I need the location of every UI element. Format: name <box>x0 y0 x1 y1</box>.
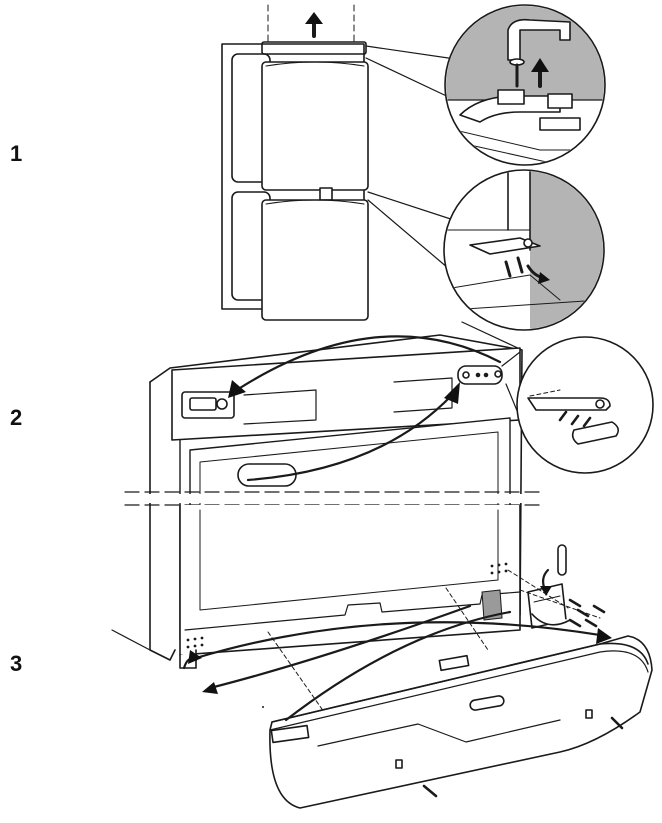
screw-icon <box>558 410 592 428</box>
arrow-up-icon <box>531 58 549 88</box>
cabinet-wall <box>530 171 603 329</box>
callout-hinge-swap <box>501 336 654 474</box>
screw-icon <box>509 58 525 88</box>
hinge-icon <box>527 397 611 411</box>
door-icon <box>571 421 620 445</box>
hinge-icon <box>469 237 541 255</box>
transfer-arrows <box>228 335 502 482</box>
top-hinge-cover <box>261 41 367 55</box>
lower-door <box>261 199 369 321</box>
cabinet-wall <box>446 6 604 100</box>
step3-plinth-assembly <box>182 544 653 809</box>
middle-hinge <box>319 187 333 201</box>
screw-icon <box>504 256 524 278</box>
screw-icon <box>422 716 624 798</box>
pin-icon <box>557 544 567 576</box>
step-number-3: 3 <box>10 651 23 676</box>
arrow-down-right-icon <box>526 264 550 284</box>
step1-fridge <box>221 4 467 321</box>
plinth-icon <box>269 635 653 809</box>
upper-door <box>261 61 369 191</box>
assembly-arrows <box>182 604 612 722</box>
step-number-2: 2 <box>10 405 23 430</box>
vent-holes <box>186 562 508 649</box>
arrow-up-icon <box>305 12 323 38</box>
step-number-1: 1 <box>10 141 23 166</box>
step2-cabinet <box>111 321 546 669</box>
callout-middle-hinge <box>443 169 605 331</box>
callout-top-hinge <box>444 4 606 166</box>
